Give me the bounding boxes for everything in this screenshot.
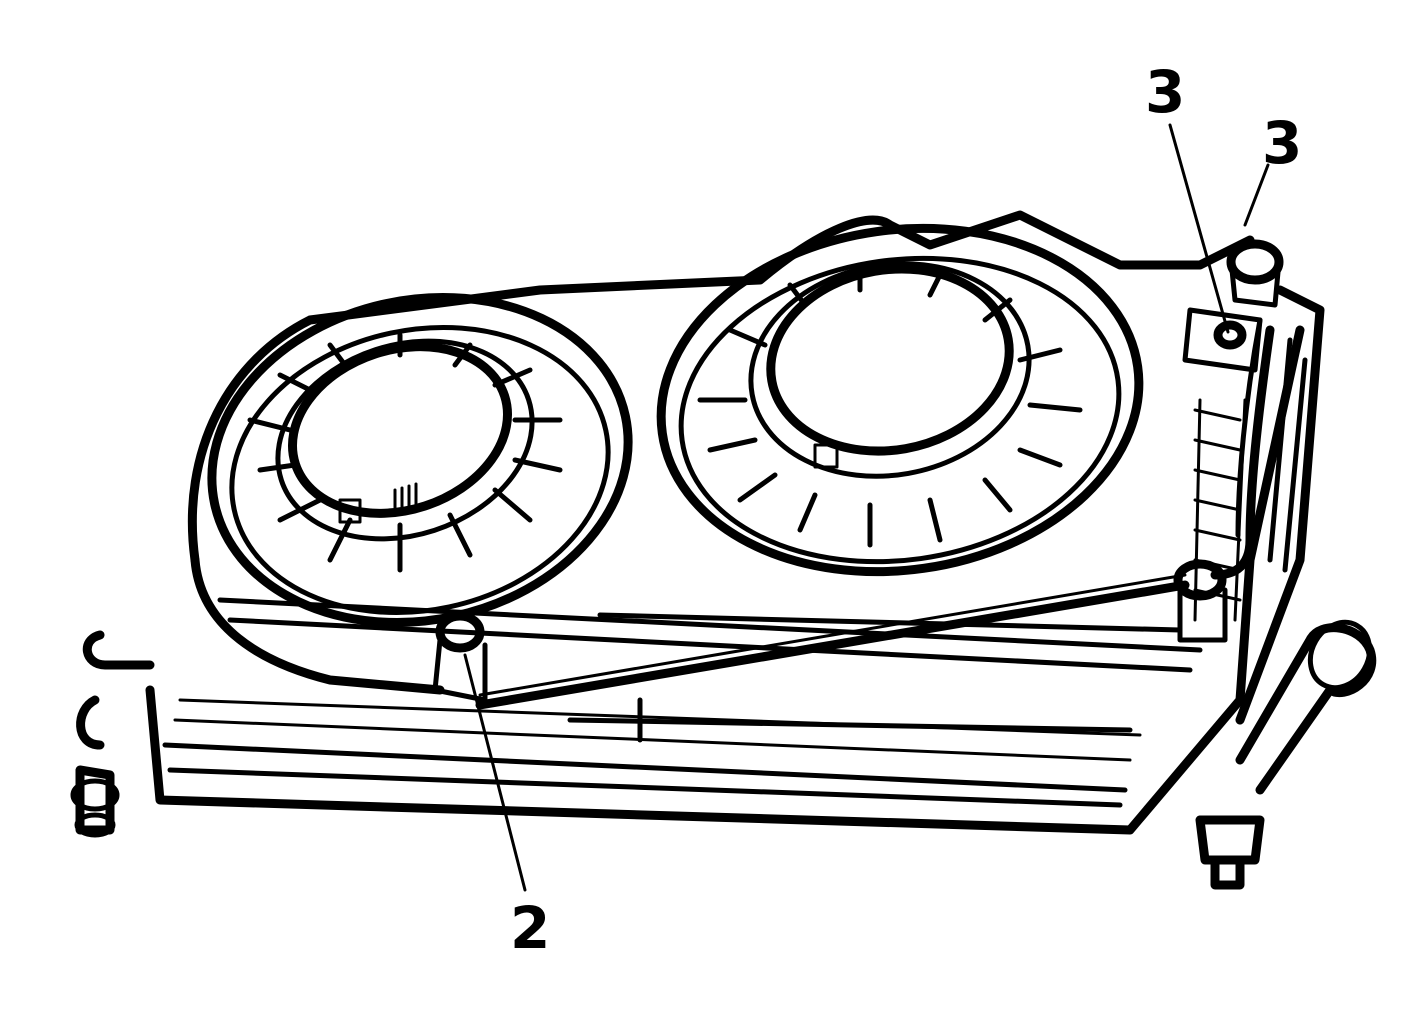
left-mounting-stub: [70, 630, 155, 838]
right-outlet-pipe: [1235, 619, 1377, 795]
hose-line: [1210, 317, 1275, 580]
callout-3a: 3: [1145, 58, 1230, 334]
mount-bolt-mid-right: [1182, 307, 1263, 373]
tie-rod: [475, 573, 1190, 710]
right-fan: [656, 223, 1144, 577]
callout-3a-label: 3: [1145, 58, 1185, 126]
left-fan: [207, 293, 633, 627]
mount-bolt-upper-right: [1226, 239, 1284, 308]
callout-3b: 3: [1243, 109, 1302, 227]
callout-3b-label: 3: [1262, 109, 1302, 177]
callout-2-label: 2: [510, 894, 550, 962]
radiator-core: [145, 285, 1325, 835]
callout-2: 2: [463, 653, 550, 962]
mount-bolt-right-lower: [1173, 559, 1228, 643]
mount-bolt-left: [432, 611, 488, 703]
right-mounting-stub: [1195, 815, 1265, 890]
fan-shroud: [187, 210, 1255, 743]
